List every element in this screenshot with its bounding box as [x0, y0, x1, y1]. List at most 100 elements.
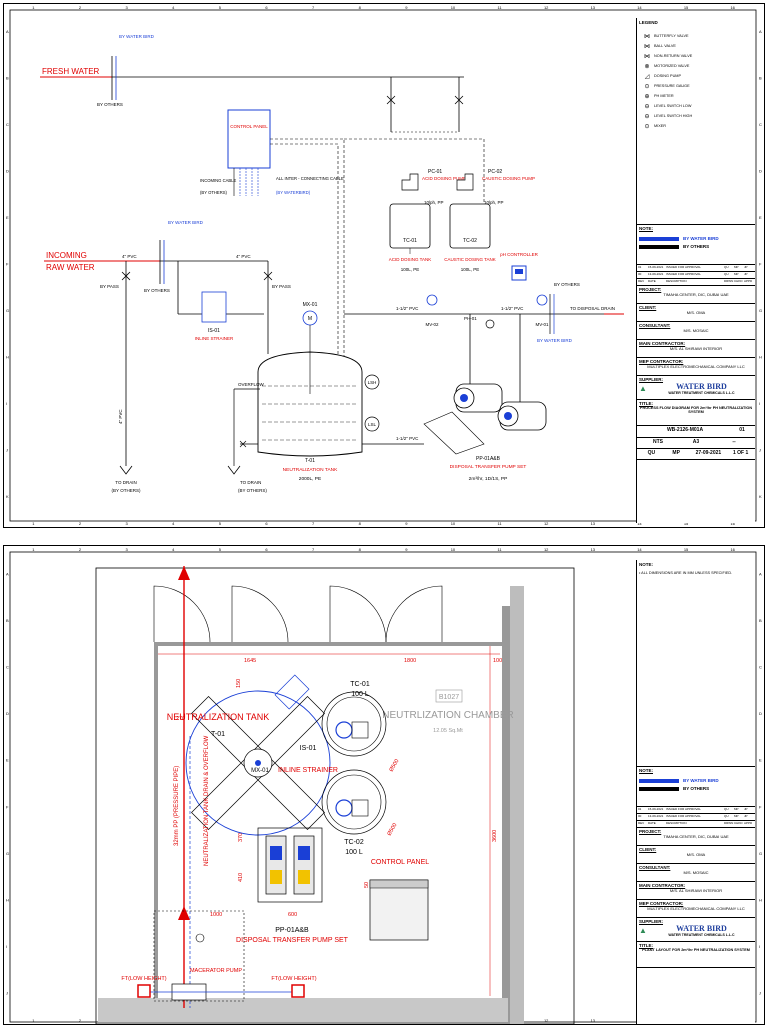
svg-text:10lph, PP: 10lph, PP	[424, 200, 444, 205]
row-letter: C	[6, 122, 9, 127]
legend-item: ⊕PH METER	[643, 91, 749, 101]
inter-cable-label: ALL INTER - CONNECTING CABLE	[276, 176, 344, 181]
incoming-cable-by: (BY OTHERS)	[200, 190, 228, 195]
tb-rev-cell: 00	[638, 272, 642, 276]
column-number: 1	[32, 521, 35, 526]
legend-item: ⊗MOTORIZED VALVE	[643, 61, 749, 71]
column-number: 6	[265, 521, 268, 526]
row-letter: J	[759, 447, 761, 452]
tb-meta-cell: 27-09-2021	[695, 450, 722, 456]
legend-panel: LEGEND ⋈BUTTERFLY VALVE⋈BALL VALVE⋈NON-R…	[636, 18, 755, 224]
incoming-label: INCOMING	[46, 251, 87, 260]
tb-rev-cell: 13-09-2021	[648, 814, 664, 818]
pfd-drawing: 1122334455667788991010111112121313141415…	[6, 5, 762, 526]
tb-project-value: TIMAHA CENTER, DIC, DUBAI UAE	[663, 292, 729, 297]
lsh-label: LSH	[368, 380, 377, 385]
tb-title-row: TITLE:PROCESS FLOW DIAGRAM FOR 2m³/hr PH…	[637, 400, 755, 426]
column-number: 5	[219, 5, 222, 10]
tb-main-contractor-value: M/S. AL SHIRAWI INTERIOR	[669, 888, 723, 893]
legend-list: ⋈BUTTERFLY VALVE⋈BALL VALVE⋈NON-RETURN V…	[637, 27, 755, 135]
pc02-caustic-dosing-pump: PC-02 CAUSTIC DOSING PUMP 10lph, PP	[456, 169, 535, 205]
tb-rev-cell: DATE	[648, 279, 656, 283]
svg-text:10lph, PP: 10lph, PP	[484, 200, 504, 205]
tb-rev-cell: JP	[744, 265, 748, 269]
tb-rev-cell: ISSUED FOR APPROVAL	[666, 272, 701, 276]
dim-410: 410	[238, 873, 244, 882]
svg-text:PP-01A&B: PP-01A&B	[476, 456, 501, 462]
is01-desc: INLINE STRAINER	[195, 336, 234, 341]
control-panel-box	[227, 109, 271, 169]
column-number-strip: 1122334455667788991010111112121313141415…	[32, 5, 735, 526]
svg-text:PP-01A&B: PP-01A&B	[275, 927, 309, 934]
tb-mep-contractor-value: MULTIPLEX ELECTROMECHANICAL COMPANY LLC	[647, 906, 745, 911]
by-others-label-1: BY OTHERS	[97, 102, 123, 107]
row-letter: F	[6, 262, 9, 267]
row-letter: B	[759, 618, 762, 623]
ph-controller-label: pH CONTROLLER	[500, 252, 539, 257]
column-number: 9	[405, 521, 408, 526]
row-letter: E	[759, 758, 762, 763]
mv01-motorized-valve-icon	[536, 294, 548, 306]
is01-tag: IS-01	[208, 328, 220, 334]
column-number: 12	[544, 5, 549, 10]
by-pass-label-1: BY PASS	[100, 284, 119, 289]
t01-neutralization-tank: T-01 NEUTRALIZATION TANK 2000L, PE	[257, 351, 363, 482]
legend-item: ⊖LEVEL SWITCH HIGH	[643, 111, 749, 121]
row-letter: G	[6, 851, 9, 856]
room-area: 12.05 Sq.Mt	[433, 728, 463, 734]
dim-d500-a: Ø500	[389, 758, 401, 773]
dim-270: 270	[176, 716, 185, 722]
is01-strainer-plan	[274, 674, 310, 710]
column-number: 3	[125, 5, 128, 10]
control-panel-plan	[369, 879, 429, 941]
column-number: 1	[32, 1018, 35, 1023]
legend-symbol-icon: ⊕	[644, 93, 650, 100]
by-pass-label-2: BY PASS	[272, 284, 291, 289]
to-drain-label-2: TO DRAIN	[240, 480, 261, 485]
tb-rev-cell: ISSUED FOR APPROVAL	[666, 807, 701, 811]
column-number: 3	[125, 521, 128, 526]
wb-line-swatch	[639, 778, 679, 783]
column-number: 13	[591, 1018, 596, 1023]
column-number: 10	[451, 5, 456, 10]
ph01-label: PH-01	[464, 316, 477, 321]
tb-rev-cell: DATE	[648, 821, 656, 825]
tb-client-row: CLIENT:M/S. OMA	[637, 304, 755, 322]
column-number: 5	[219, 521, 222, 526]
column-number: 12	[544, 521, 549, 526]
drain-pipe-label: NEUTRALIZATION TANK DRAIN & OVERFLOW	[204, 735, 210, 866]
row-letter: F	[759, 262, 762, 267]
tb-supplier-label: SUPPLIER:	[639, 919, 664, 924]
tb-rev-cell: APPD	[744, 821, 753, 825]
svg-text:NEUTRALIZATION TANK: NEUTRALIZATION TANK	[283, 467, 338, 473]
to-drain-label-1: TO DRAIN	[115, 480, 136, 485]
tb-client-label: CLIENT:	[639, 847, 657, 852]
column-number: 16	[730, 5, 735, 10]
tb-rev-cell: 15-09-2021	[648, 265, 664, 269]
tb-consultant-value: M/S. MOSAIC	[683, 870, 709, 875]
fresh-water-label: FRESH WATER	[42, 67, 100, 76]
ft-low-height-1	[137, 984, 151, 998]
row-letter: D	[6, 711, 9, 716]
dim-1800: 1800	[404, 658, 416, 664]
legend-symbol-icon: ⊙	[644, 83, 650, 90]
legend-item: ⋈BUTTERFLY VALVE	[643, 31, 749, 41]
tb-legend-wb-label: BY WATER BIRD	[683, 778, 719, 783]
svg-text:TC-01: TC-01	[403, 238, 417, 244]
svg-text:100 L: 100 L	[345, 849, 363, 856]
tb-rev-cell: ISSUED FOR APPROVAL	[666, 814, 701, 818]
row-letter: I	[759, 401, 760, 406]
tb-rev-cell: DESCRIPTION	[666, 821, 687, 825]
to-drain-by-2: (BY OTHERS)	[238, 488, 267, 493]
tb-rev-cell: REV	[638, 821, 645, 825]
control-panel-plan-label: CONTROL PANEL	[371, 859, 429, 866]
column-number: 4	[172, 547, 175, 552]
lsl-level-switch-icon	[364, 416, 380, 432]
column-number: 6	[265, 547, 268, 552]
tb-project-value: TIMAHA CENTER, DIC, DUBAI UAE	[663, 834, 729, 839]
to-drain-by-1: (BY OTHERS)	[112, 488, 141, 493]
legend-title: LEGEND	[639, 20, 658, 25]
